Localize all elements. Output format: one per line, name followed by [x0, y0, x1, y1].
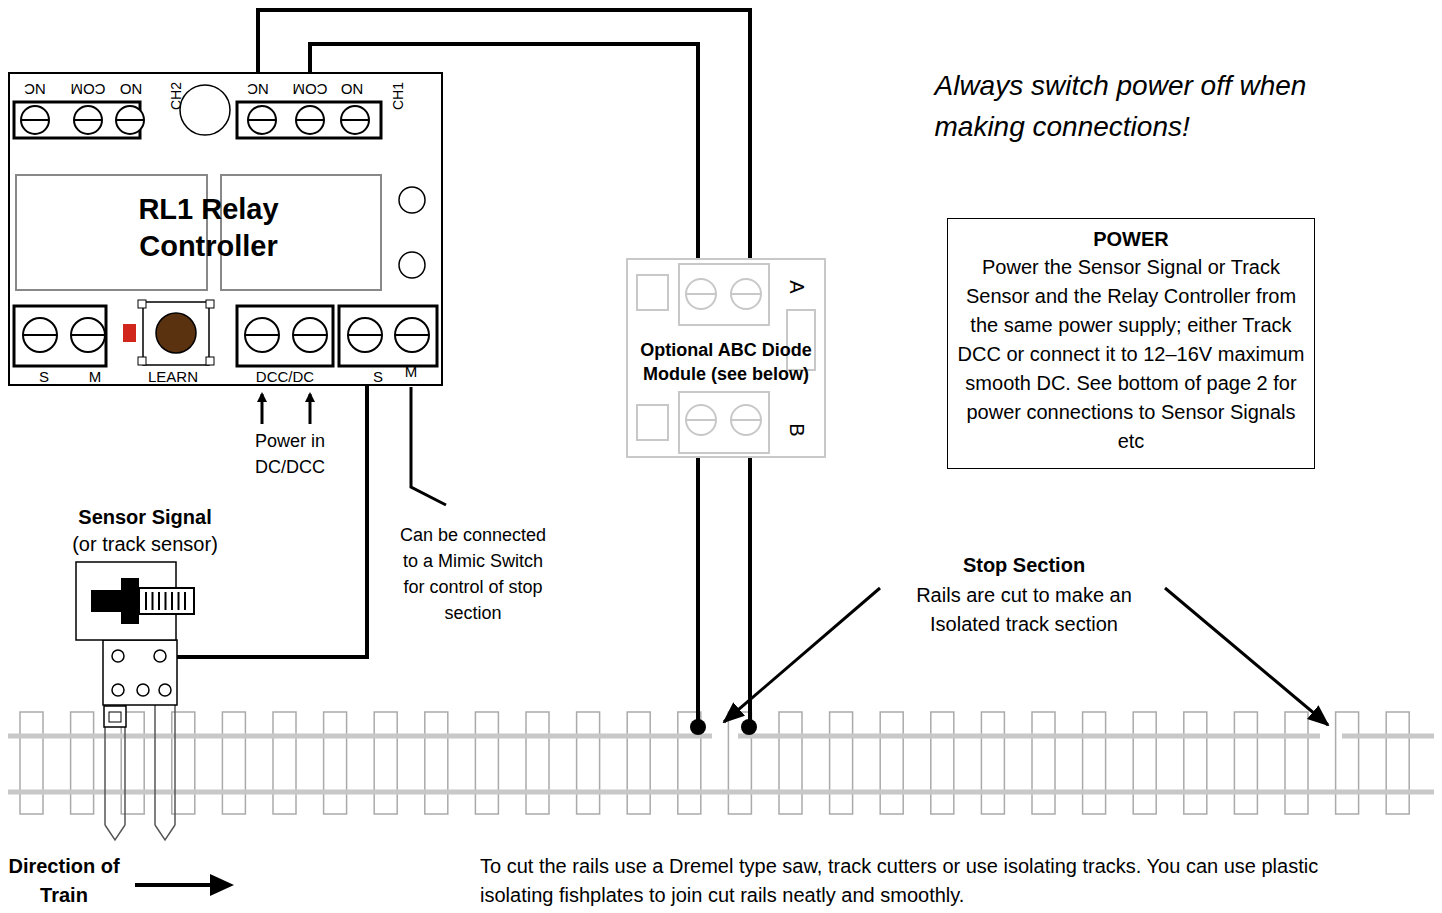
terminal-label: S [373, 366, 383, 388]
terminal-label: M [89, 366, 102, 388]
mimic-note: Can be connected to a Mimic Switch for c… [398, 522, 548, 626]
sensor-signal-figure [76, 562, 194, 840]
module-pin-label: B [782, 423, 811, 436]
terminal-label: NC [247, 78, 269, 100]
rail-joint [741, 719, 757, 735]
terminal-label: COM [71, 78, 106, 100]
feeder-wires [143, 458, 750, 727]
terminal-label: NO [120, 78, 143, 100]
node-title: Optional ABC Diode Module (see below) [628, 338, 824, 386]
power-note-box: POWERPower the Sensor Signal or Track Se… [947, 218, 1315, 469]
terminal-label: COM [293, 78, 328, 100]
learn-button [156, 313, 196, 353]
track-sleepers [20, 712, 1409, 814]
node-body: Power the Sensor Signal or Track Sensor … [952, 253, 1310, 456]
power-in-note: Power in DC/DCC [240, 428, 340, 480]
wire [310, 44, 698, 258]
rails [8, 736, 1434, 792]
module-pin-label: A [782, 280, 811, 293]
stop-section-title: Stop Section [963, 551, 1085, 580]
node-title: Sensor Signal [78, 503, 211, 531]
cutting-note: To cut the rails use a Dremel type saw, … [480, 852, 1370, 910]
direction-label: Direction of Train [4, 852, 124, 910]
rail-joint [690, 719, 706, 735]
channel-label: CH2 [166, 82, 186, 110]
terminal-label: DCC/DC [256, 366, 314, 388]
button-label: LEARN [148, 366, 198, 388]
led [123, 324, 136, 342]
screw-terminals [21, 106, 429, 352]
stop-section-note: Rails are cut to make an Isolated track … [887, 581, 1162, 639]
wire [235, 386, 367, 657]
terminal-label: NO [341, 78, 364, 100]
terminal-label: NC [24, 78, 46, 100]
warning-note: Always switch power off when making conn… [935, 65, 1320, 147]
direction-arrow [210, 874, 234, 896]
terminal-label: S [39, 366, 49, 388]
sensor-signal: Sensor Signal(or track sensor) [55, 503, 235, 665]
relay-board: RL1 Relay Controller [8, 72, 443, 386]
relay-board-parts [14, 85, 437, 366]
wire [258, 10, 750, 258]
terminal-label: M [405, 361, 418, 383]
node-body: (or track sensor) [72, 531, 218, 557]
node-title: RL1 Relay Controller [119, 191, 299, 265]
node-title: POWER [952, 225, 1310, 253]
channel-label: CH1 [388, 82, 408, 110]
